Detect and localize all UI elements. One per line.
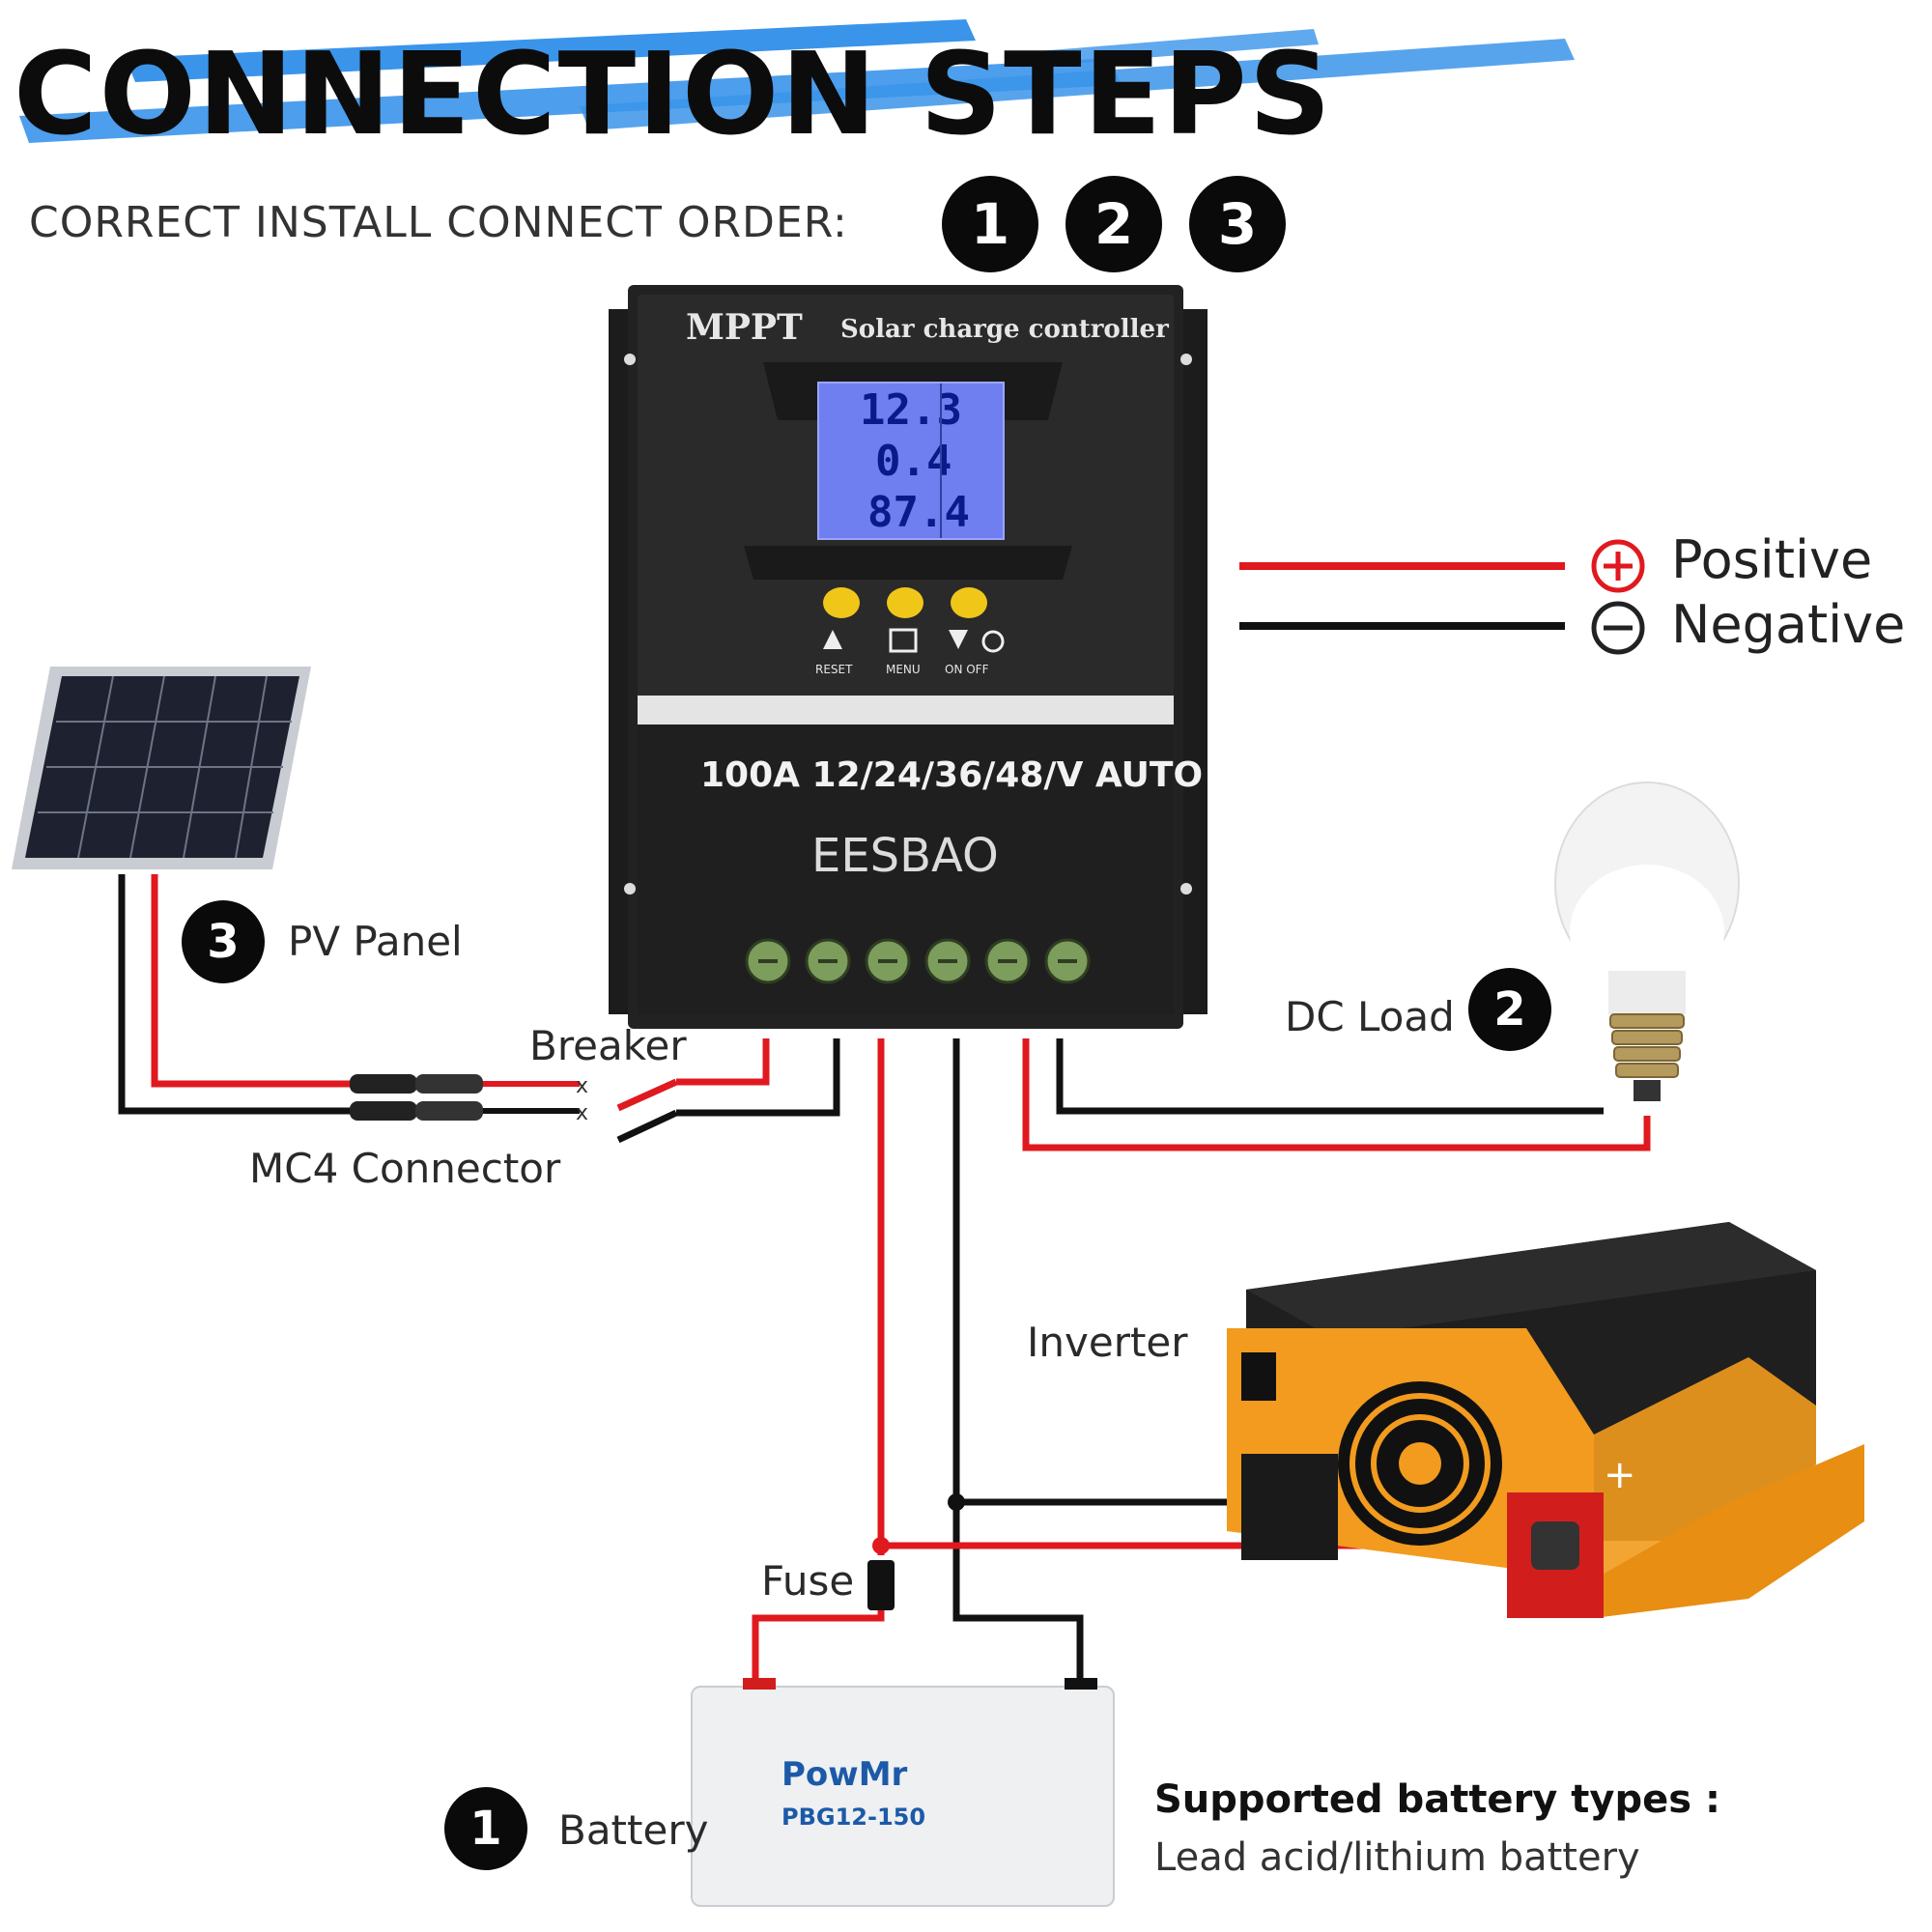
button-icons — [823, 628, 1005, 653]
power-icon — [981, 630, 1005, 653]
mc4-plug-pos-b — [415, 1074, 483, 1094]
svg-text:+: + — [1604, 1453, 1636, 1497]
battery-icon: PowMr PBG12-150 — [691, 1678, 1115, 1907]
controller-name: Solar charge controller — [840, 315, 1169, 344]
inverter-negative-junction — [948, 1493, 965, 1511]
pv-step-badge: 3 — [182, 900, 265, 983]
down-arrow-icon — [949, 630, 968, 649]
page-subtitle: CORRECT INSTALL CONNECT ORDER: — [29, 198, 848, 247]
terminal-block — [745, 938, 1091, 984]
menu-button[interactable] — [887, 587, 923, 618]
mc4-plug-neg-b — [415, 1101, 483, 1121]
lcd-screen: 12.3 0.4 87.4 — [817, 382, 1005, 540]
battery-types-heading: Supported battery types : — [1154, 1777, 1720, 1822]
solar-panel-icon — [12, 667, 311, 869]
menu-icon — [889, 628, 918, 653]
battery-label: Battery — [558, 1806, 709, 1854]
reset-button[interactable] — [823, 587, 860, 618]
controller-brand: EESBAO — [811, 829, 999, 883]
positive-symbol-icon — [1591, 539, 1645, 593]
svg-text:x: x — [576, 1101, 588, 1125]
button-label-menu: MENU — [886, 663, 921, 676]
mc4-connector-label: MC4 Connector — [249, 1145, 561, 1192]
battery-step-badge: 1 — [444, 1787, 527, 1870]
battery-terminal-negative — [1065, 1678, 1097, 1690]
load-positive-wire — [1022, 1038, 1651, 1151]
controller-mode: MPPT — [686, 307, 803, 348]
mc4-plug-pos-a — [350, 1074, 417, 1094]
dc-load-label: DC Load — [1285, 993, 1455, 1040]
svg-text:x: x — [576, 1074, 588, 1098]
pv-positive-wire — [151, 874, 367, 1088]
charge-controller: MPPT Solar charge controller 12.3 0.4 87… — [609, 280, 1208, 1034]
battery-model: PBG12-150 — [781, 1804, 926, 1831]
breaker-to-controller-neg — [676, 1038, 840, 1117]
up-arrow-icon — [823, 630, 842, 649]
light-bulb-icon — [1554, 781, 1740, 1101]
load-negative-wire — [1056, 1038, 1604, 1115]
lcd-current: 0.4 — [875, 437, 952, 486]
controller-body — [609, 285, 1208, 1029]
pv-negative-wire — [118, 874, 367, 1115]
mc4-plug-neg-a — [350, 1101, 417, 1121]
battery-brand: PowMr — [781, 1755, 908, 1794]
pv-panel-label: PV Panel — [288, 918, 463, 965]
title-brush-strokes — [19, 19, 1575, 143]
button-label-onoff: ON OFF — [945, 663, 989, 676]
order-badge-3: 3 — [1189, 176, 1286, 272]
fuse-body — [867, 1560, 895, 1610]
breaker-to-controller-pos — [676, 1038, 770, 1086]
battery-types-list: Lead acid/lithium battery — [1154, 1835, 1640, 1880]
battery-terminal-positive — [743, 1678, 776, 1690]
legend-negative-label: Negative — [1671, 594, 1906, 655]
controller-rating: 100A 12/24/36/48/V AUTO — [700, 755, 1204, 795]
breaker-switch-neg — [616, 1109, 678, 1144]
lcd-percent: 87.4 — [867, 488, 970, 537]
legend-positive-label: Positive — [1671, 529, 1873, 590]
page-title: CONNECTION STEPS — [14, 27, 1333, 160]
fuse-to-battery-wire — [752, 1608, 885, 1695]
dc-load-step-badge: 2 — [1468, 968, 1551, 1051]
inverter-label: Inverter — [1027, 1319, 1188, 1366]
onoff-button[interactable] — [951, 587, 987, 618]
negative-symbol-icon — [1591, 601, 1645, 655]
battery-negative-wire — [952, 1038, 1084, 1695]
fuse-label: Fuse — [761, 1557, 855, 1605]
breaker-switch-pos — [616, 1078, 678, 1112]
lcd-divider — [940, 384, 942, 538]
inverter-icon: + — [1227, 1222, 1864, 1618]
button-label-reset: RESET — [815, 663, 853, 676]
inverter-positive-junction — [872, 1537, 890, 1554]
order-badge-2: 2 — [1065, 176, 1162, 272]
breaker-label: Breaker — [529, 1022, 687, 1069]
order-badge-1: 1 — [942, 176, 1038, 272]
lcd-voltage: 12.3 — [860, 385, 962, 435]
